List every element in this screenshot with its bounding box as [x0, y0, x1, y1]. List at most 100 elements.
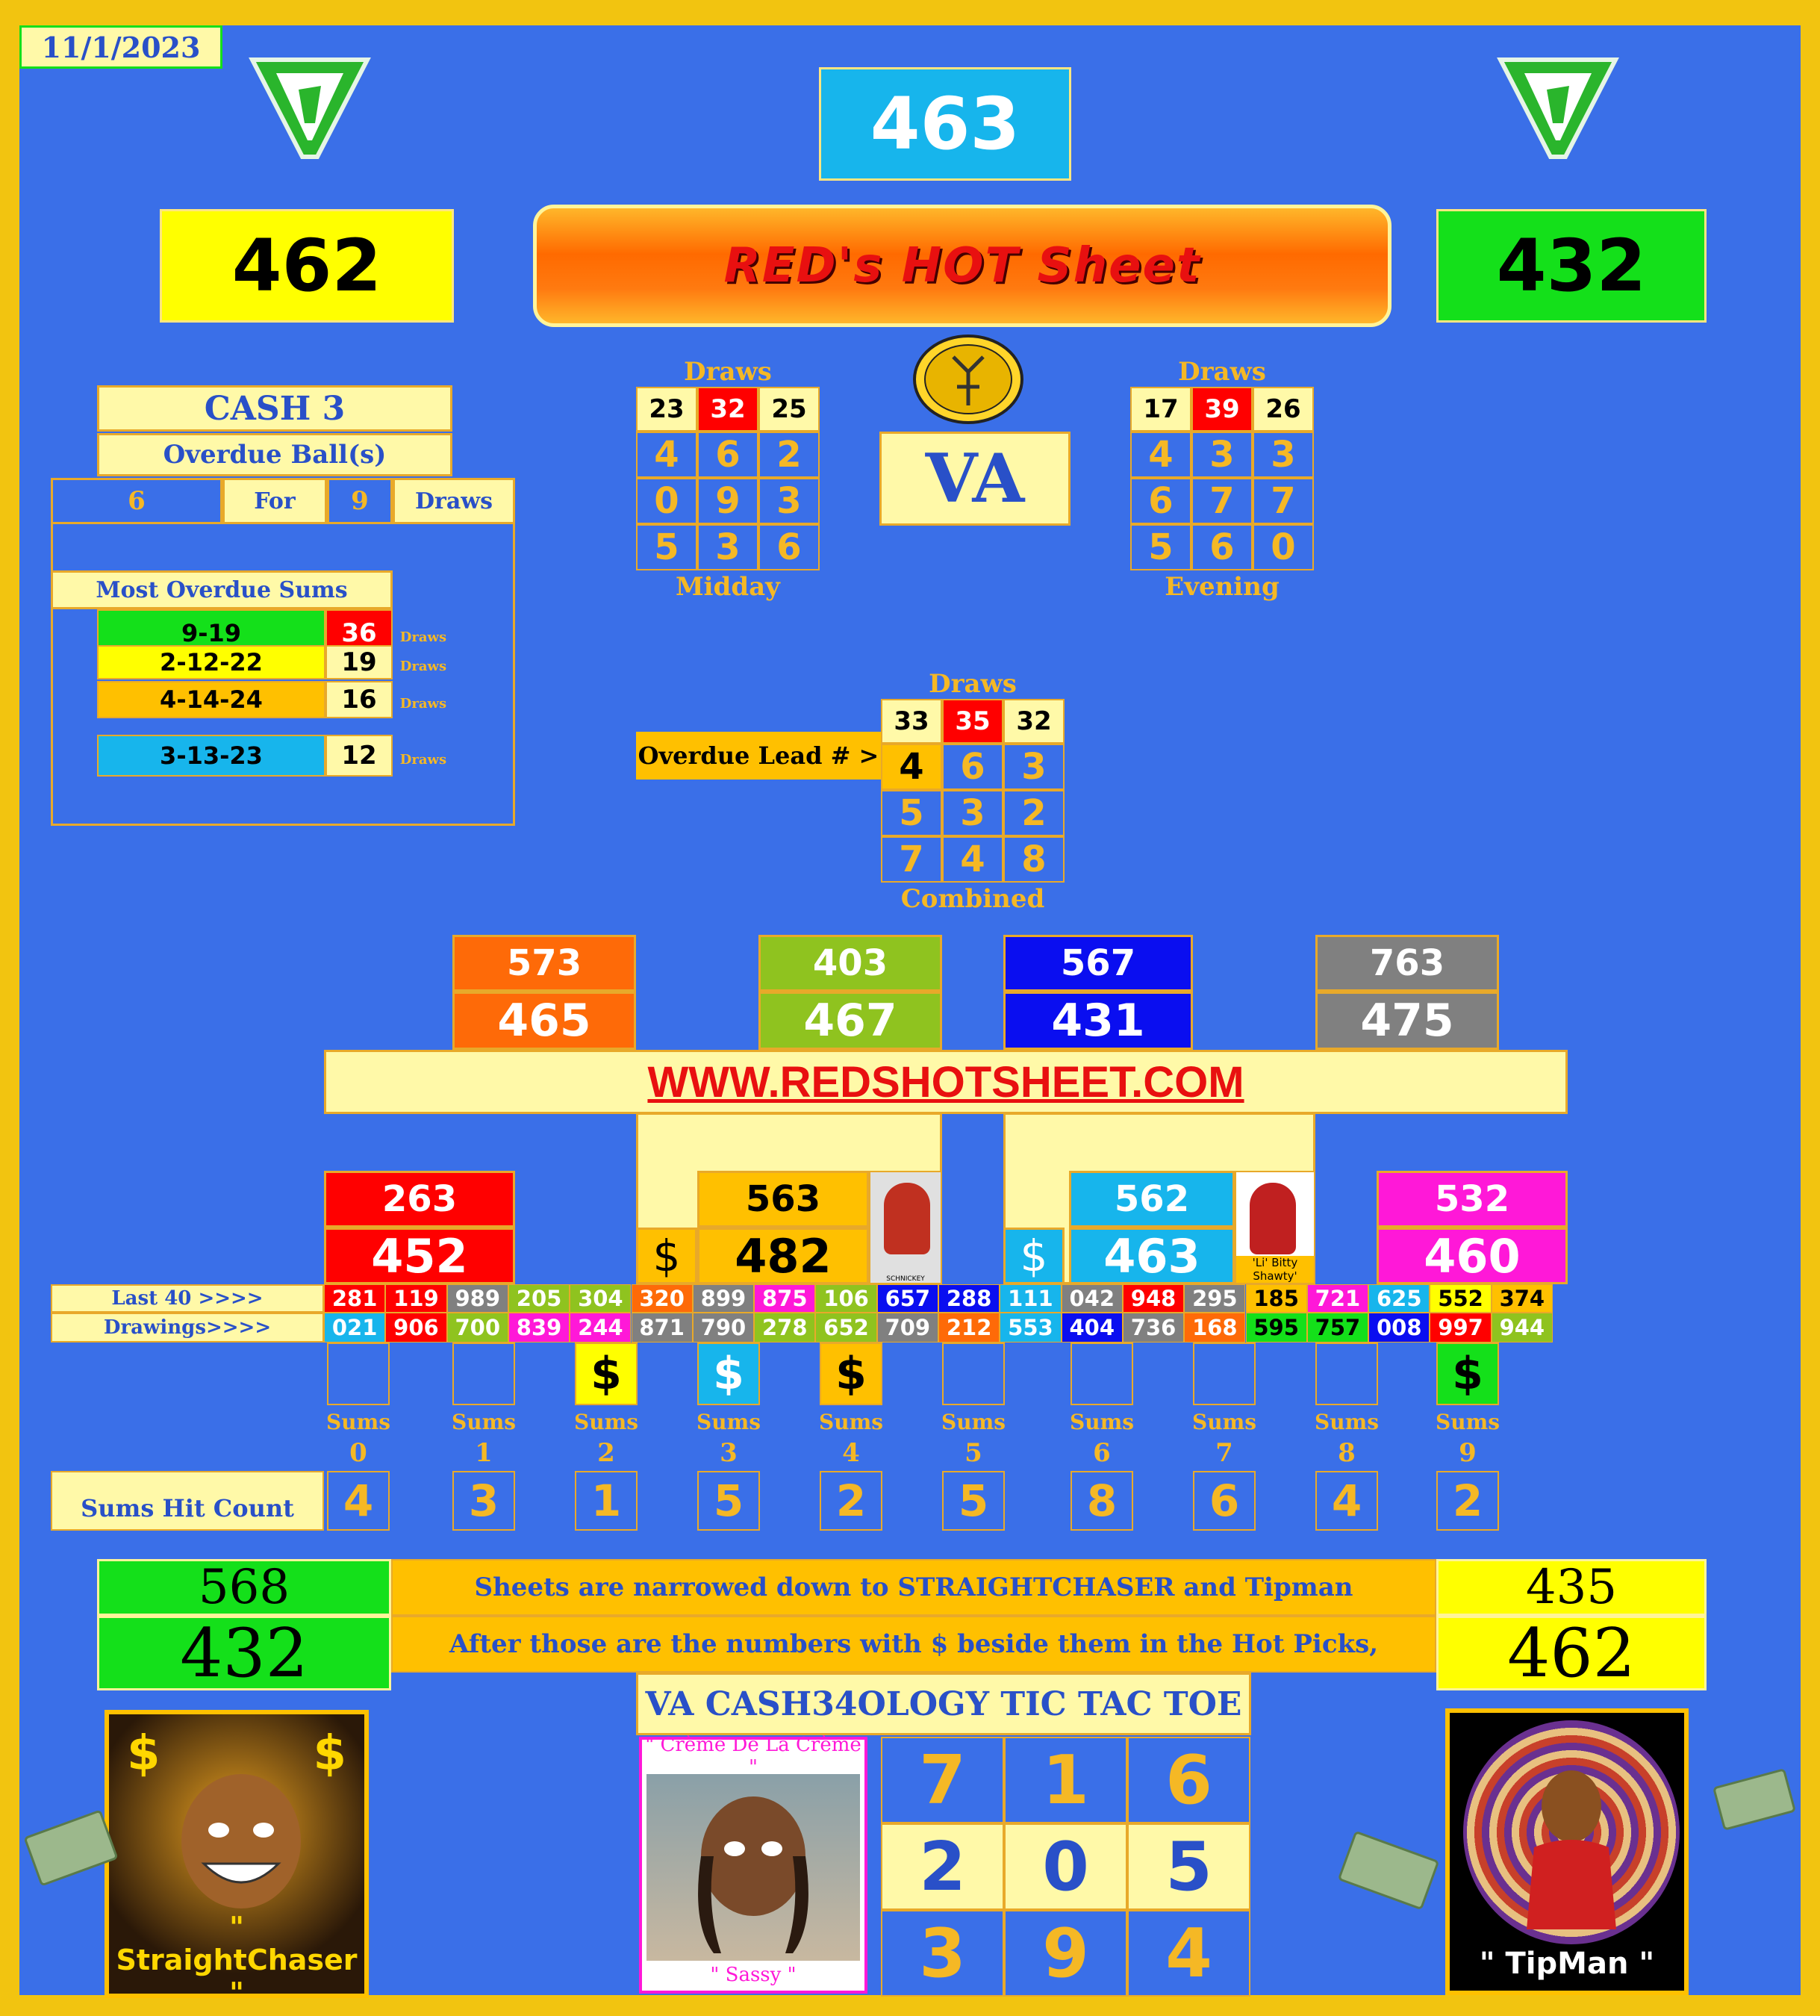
sassy-caption-top: " Crème De La Crème ": [645, 1734, 861, 1779]
sums-digit: 2: [597, 1438, 615, 1468]
overdue-sums-draws: 19: [325, 645, 393, 679]
combined-digit-cell: 3: [1003, 744, 1065, 790]
combined-digit-cell: 5: [881, 790, 942, 836]
midday-digit-cell: 0: [636, 478, 697, 524]
history-cell: 106: [815, 1284, 877, 1313]
midday-digit-cell: 3: [758, 478, 820, 524]
sums-digit: 6: [1093, 1438, 1111, 1468]
sums-digit: 9: [1459, 1438, 1477, 1468]
midday-footer: Midday: [676, 572, 780, 602]
combined-draws-cell: 35: [942, 699, 1003, 744]
reds-hot-sheet-logo: RED's HOT Sheet: [533, 205, 1392, 327]
overdue-sums-range: 2-12-22: [97, 645, 325, 679]
pair-box-bottom: 431: [1003, 992, 1193, 1050]
hot-pick-character-icon: 'Li' Bitty Shawty': [1235, 1171, 1315, 1284]
hot-pick-character-icon: SCHNICKEY: [869, 1171, 942, 1284]
history-cell: 320: [631, 1284, 693, 1313]
history-cell: 021: [324, 1313, 386, 1343]
history-cell: 652: [815, 1313, 877, 1343]
history-cell: 700: [446, 1313, 508, 1343]
evening-digit-cell: 6: [1130, 478, 1191, 524]
tictactoe-cell: 1: [1004, 1737, 1127, 1823]
history-cell: 875: [754, 1284, 816, 1313]
straightchaser-dollar-left: $: [127, 1726, 161, 1782]
logo-text: RED's HOT Sheet: [723, 238, 1201, 293]
sums-hit-count: 3: [452, 1471, 515, 1531]
sums-hit-count: 6: [1193, 1471, 1256, 1531]
overdue-sums-draws: 16: [325, 681, 393, 718]
website-link[interactable]: WWW.REDSHOTSHEET.COM: [647, 1057, 1244, 1107]
sums-label: Sums: [1315, 1409, 1379, 1434]
sassy-caption-bottom: " Sassy ": [710, 1964, 797, 1986]
history-cell: 899: [692, 1284, 755, 1313]
pair-box-top: 573: [452, 935, 636, 992]
pair-box-bottom: 467: [758, 992, 942, 1050]
evening-header: Draws: [1178, 357, 1266, 387]
history-cell: 244: [570, 1313, 632, 1343]
history-cell: 989: [446, 1284, 508, 1313]
history-cell: 595: [1245, 1313, 1307, 1343]
overdue-sums-range: 4-14-24: [97, 681, 325, 718]
overdue-draws-label: Draws: [399, 658, 447, 674]
history-cell: 278: [754, 1313, 816, 1343]
website-banner: WWW.REDSHOTSHEET.COM: [324, 1050, 1568, 1114]
tictactoe-cell: 3: [881, 1910, 1004, 1997]
tictactoe-cell: 2: [881, 1823, 1004, 1910]
sassy-portrait: " Crème De La Crème " " Sassy ": [639, 1734, 867, 1994]
history-cell: 168: [1184, 1313, 1246, 1343]
history-cell: 404: [1061, 1313, 1123, 1343]
sums-dollar-box: $: [1436, 1343, 1499, 1405]
sums-hit-count-label: Sums Hit Count: [51, 1471, 324, 1531]
history-cell: 212: [938, 1313, 1000, 1343]
sums-label: Sums: [941, 1409, 1006, 1434]
tictactoe-cell: 6: [1127, 1737, 1250, 1823]
combined-digit-cell: 6: [942, 744, 1003, 790]
history-cell: 871: [631, 1313, 693, 1343]
midday-draws-cell: 25: [758, 387, 820, 432]
tictactoe-cell: 4: [1127, 1910, 1250, 1997]
straightchaser-name: " StraightChaser ": [116, 1911, 358, 2009]
sums-dollar-box: $: [697, 1343, 760, 1405]
sums-hit-count: 4: [1315, 1471, 1378, 1531]
straightchaser-portrait: $ $ " StraightChaser ": [105, 1710, 369, 2009]
evening-digit-cell: 5: [1130, 524, 1191, 570]
sums-label: Sums: [1436, 1409, 1500, 1434]
overdue-draws-label: Draws: [399, 629, 447, 645]
cash3-subtitle: Overdue Ball(s): [97, 433, 452, 476]
history-cell: 736: [1122, 1313, 1185, 1343]
midday-digit-cell: 5: [636, 524, 697, 570]
sums-label: Sums: [574, 1409, 638, 1434]
midday-digit-cell: 6: [758, 524, 820, 570]
combined-digit-cell: 4: [942, 836, 1003, 883]
midday-header: Draws: [684, 357, 772, 387]
sums-label: Sums: [1192, 1409, 1256, 1434]
combined-digit-cell: 2: [1003, 790, 1065, 836]
hot-pick-top: 532: [1377, 1171, 1568, 1228]
pair-box-bottom: 465: [452, 992, 636, 1050]
sums-dollar-box: [452, 1343, 515, 1405]
sums-digit: 0: [349, 1438, 367, 1468]
sums-hit-count: 2: [1436, 1471, 1499, 1531]
history-cell: 790: [692, 1313, 755, 1343]
hot-pick-dollar-icon: $: [1003, 1228, 1065, 1284]
sums-hit-count: 4: [327, 1471, 390, 1531]
history-cell: 997: [1430, 1313, 1492, 1343]
history-cell: 119: [385, 1284, 447, 1313]
tictactoe-title: VA CASH34OLOGY TIC TAC TOE: [636, 1673, 1251, 1735]
history-cell: 625: [1368, 1284, 1430, 1313]
evening-footer: Evening: [1165, 572, 1280, 602]
history-cell: 304: [570, 1284, 632, 1313]
history-cell: 205: [508, 1284, 570, 1313]
overdue-ball: 6: [51, 478, 222, 524]
overdue-lead-label: Overdue Lead # >: [636, 732, 881, 780]
combined-digit-cell: 3: [942, 790, 1003, 836]
hot-pick-dollar-icon: $: [636, 1228, 697, 1284]
character-figure-icon: [1250, 1183, 1296, 1254]
history-cell: 008: [1368, 1313, 1430, 1343]
sums-label: Sums: [696, 1409, 761, 1434]
history-cell: 552: [1430, 1284, 1492, 1313]
tipman-figure-icon: [1527, 1770, 1616, 1929]
sums-label: Sums: [819, 1409, 883, 1434]
straightchaser-top: 568: [97, 1559, 391, 1616]
sums-hit-count: 5: [697, 1471, 760, 1531]
